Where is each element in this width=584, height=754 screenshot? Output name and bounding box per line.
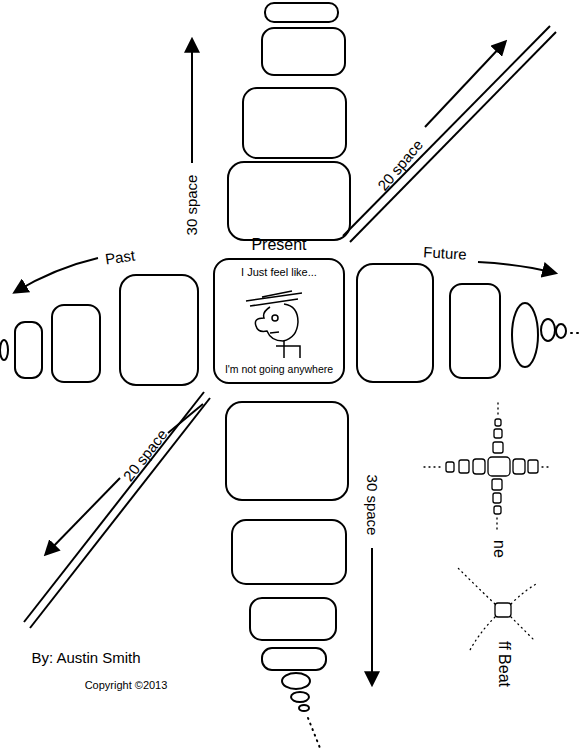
track-box bbox=[299, 705, 309, 711]
track-box bbox=[52, 305, 100, 382]
track-box bbox=[228, 162, 350, 240]
ellipsis-dots bbox=[511, 583, 538, 604]
speech-text: I'm not going anywhere bbox=[215, 363, 343, 376]
track-box bbox=[120, 275, 198, 385]
track-box bbox=[357, 264, 433, 382]
dimension-arrow bbox=[371, 548, 373, 684]
icon-box bbox=[494, 506, 501, 514]
figure-head bbox=[255, 304, 298, 341]
track-box bbox=[226, 402, 348, 500]
dimension-arrow bbox=[191, 40, 193, 163]
axis-label: ne bbox=[491, 540, 507, 558]
node-heading: Present bbox=[215, 238, 343, 251]
track-box bbox=[291, 692, 309, 702]
icon-box bbox=[459, 460, 469, 473]
ellipsis-dots bbox=[308, 718, 320, 748]
track-box bbox=[262, 28, 345, 75]
track-box bbox=[265, 3, 338, 22]
track-box bbox=[232, 520, 346, 584]
time-arrow bbox=[478, 262, 555, 273]
axis-label: 30 space bbox=[184, 175, 199, 236]
track-box bbox=[15, 322, 42, 378]
track-box bbox=[541, 319, 555, 341]
credit-text: By: Austin Smith bbox=[31, 650, 140, 665]
axis-label: 30 space bbox=[365, 475, 380, 536]
ellipsis-dots bbox=[458, 568, 495, 604]
icon-box bbox=[495, 419, 501, 426]
track-box bbox=[262, 648, 326, 670]
ellipsis-dots bbox=[496, 518, 497, 532]
figure-body bbox=[270, 332, 300, 358]
diagonal-rail bbox=[30, 398, 210, 628]
axis-label: Future bbox=[423, 244, 467, 261]
axis-label: ff Beat bbox=[496, 641, 512, 687]
diagonal-rail bbox=[350, 32, 556, 242]
time-arrow bbox=[15, 258, 98, 292]
hat-lines bbox=[246, 291, 302, 306]
figure-eye bbox=[272, 315, 278, 321]
icon-box bbox=[493, 442, 503, 453]
track-box bbox=[250, 598, 336, 640]
icon-box bbox=[492, 479, 502, 490]
track-box bbox=[512, 303, 538, 367]
ellipsis-dots bbox=[511, 617, 534, 640]
axis-label: 20 space bbox=[375, 137, 426, 193]
speech-text: I Just feel like... bbox=[215, 266, 343, 279]
ellipsis-dots bbox=[571, 332, 583, 334]
track-box bbox=[0, 340, 8, 360]
icon-box bbox=[528, 460, 538, 473]
icon-box bbox=[488, 457, 510, 476]
track-box bbox=[282, 673, 310, 689]
ellipsis-dots bbox=[470, 617, 495, 650]
icon-box bbox=[493, 493, 501, 503]
icon-box bbox=[446, 462, 454, 472]
present-box: PresentI Just feel like...I'm not going … bbox=[213, 258, 345, 384]
credit-text: Copyright ©2013 bbox=[85, 680, 168, 691]
dimension-arrow bbox=[425, 42, 505, 127]
track-box bbox=[450, 284, 500, 378]
dimension-arrow bbox=[168, 404, 203, 433]
axis-label: Past bbox=[104, 247, 136, 266]
ellipsis-dots bbox=[542, 466, 552, 467]
diagonal-rail bbox=[343, 26, 550, 236]
dimension-arrow bbox=[46, 478, 120, 554]
axis-label: 20 space bbox=[120, 426, 169, 483]
track-box bbox=[243, 88, 346, 158]
icon-box bbox=[494, 429, 502, 438]
icon-box bbox=[513, 459, 525, 474]
track-box bbox=[556, 324, 566, 338]
diagonal-rail bbox=[24, 392, 204, 622]
ellipsis-dots bbox=[497, 402, 498, 414]
icon-box bbox=[495, 603, 511, 617]
ellipsis-dots bbox=[424, 466, 442, 467]
icon-box bbox=[473, 459, 485, 474]
